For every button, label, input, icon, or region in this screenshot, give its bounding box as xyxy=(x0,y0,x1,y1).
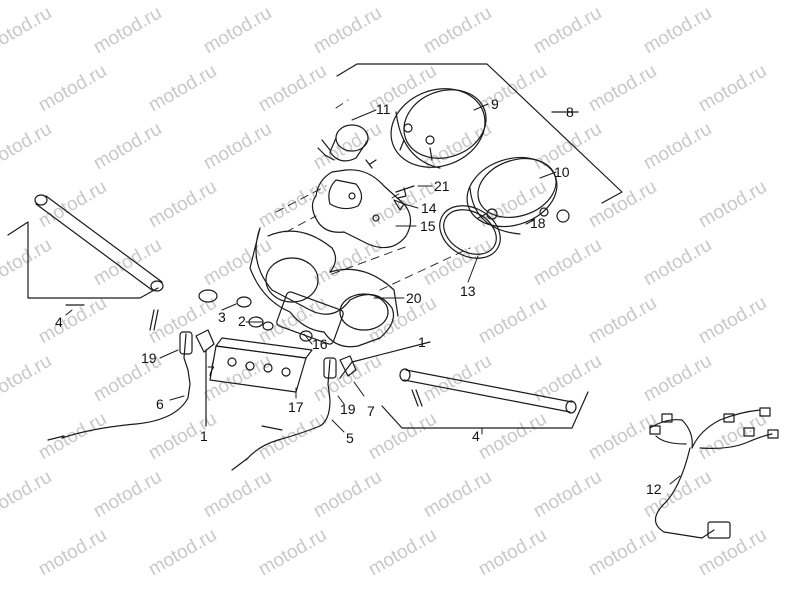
callout-2: 2 xyxy=(238,313,246,329)
callout-7-left: 7 xyxy=(207,363,215,379)
callout-5: 5 xyxy=(346,430,354,446)
cable-5 xyxy=(231,357,337,471)
tube-4-right-bracket xyxy=(381,391,589,429)
nut-2 xyxy=(248,316,313,342)
callout-19-right: 19 xyxy=(340,401,356,417)
callout-9: 9 xyxy=(491,96,499,112)
spacer-16 xyxy=(276,291,344,345)
screw-14 xyxy=(393,199,405,211)
wiring-harness-12 xyxy=(649,407,779,539)
callout-6: 6 xyxy=(156,396,164,412)
callout-17: 17 xyxy=(288,399,304,415)
callout-4-left: 4 xyxy=(55,314,63,330)
callout-18: 18 xyxy=(530,215,546,231)
tube-4-left-bracket xyxy=(7,221,159,299)
callout-13: 13 xyxy=(460,283,476,299)
bracket-8 xyxy=(336,63,623,204)
callout-8: 8 xyxy=(566,104,574,120)
callout-15: 15 xyxy=(420,218,436,234)
callout-1-right: 1 xyxy=(418,334,426,350)
gauge-9 xyxy=(390,88,487,169)
leader-lines xyxy=(65,103,681,485)
callout-16: 16 xyxy=(312,336,328,352)
cable-6 xyxy=(47,331,193,441)
nut-18 xyxy=(556,209,570,223)
callout-4-right: 4 xyxy=(472,428,480,444)
callout-14: 14 xyxy=(421,200,437,216)
gauge-11 xyxy=(317,124,377,169)
callout-labels: 1 1 2 3 4 4 5 6 7 7 8 9 10 11 12 13 14 1… xyxy=(55,96,662,497)
connector-17 xyxy=(209,337,313,393)
screw-21 xyxy=(395,185,415,199)
callout-21: 21 xyxy=(434,178,450,194)
gauge-10 xyxy=(466,156,558,235)
callout-3: 3 xyxy=(218,309,226,325)
callout-1-left: 1 xyxy=(200,428,208,444)
callout-7-right: 7 xyxy=(367,403,375,419)
callout-10: 10 xyxy=(554,164,570,180)
gasket-13 xyxy=(439,205,501,259)
callout-20: 20 xyxy=(406,290,422,306)
assembly-guides xyxy=(275,99,471,291)
tube-4-right xyxy=(399,368,577,414)
housing-20 xyxy=(249,227,399,348)
tube-4-left xyxy=(34,194,164,331)
clip-7-left xyxy=(195,329,215,353)
callout-12: 12 xyxy=(646,481,662,497)
clip-7-right xyxy=(339,355,357,377)
washer-3 xyxy=(198,289,252,308)
callout-11: 11 xyxy=(376,101,391,117)
mounting-plate-15 xyxy=(311,169,412,249)
callout-19-left: 19 xyxy=(141,350,157,366)
